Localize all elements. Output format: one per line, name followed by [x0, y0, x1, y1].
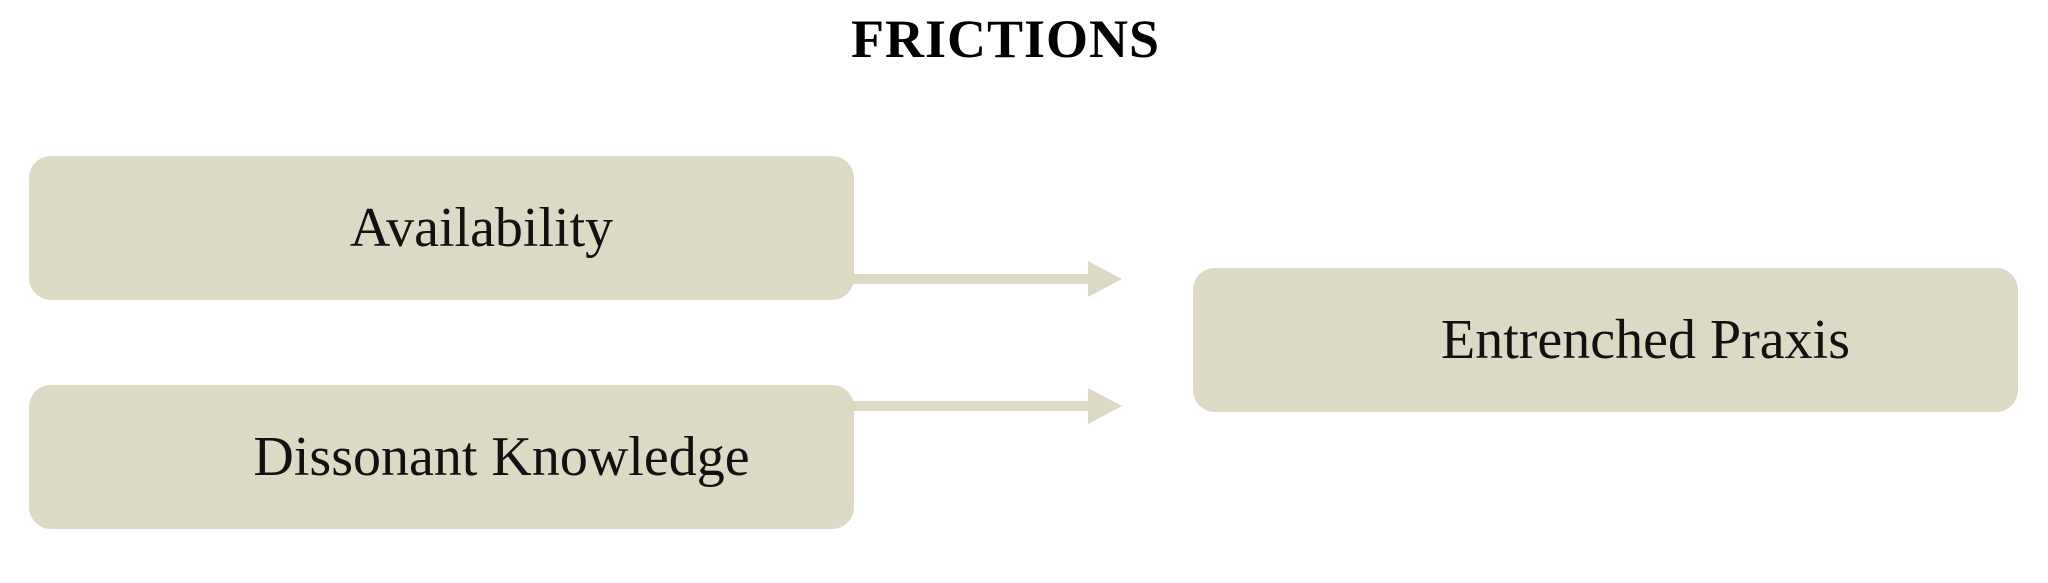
node-availability: Availability — [29, 156, 854, 300]
arrow-head — [1088, 388, 1122, 424]
arrow-dissonant-to-entrenched — [852, 388, 1122, 424]
node-entrenched-praxis-label: Entrenched Praxis — [1441, 309, 1850, 371]
arrow-shaft — [852, 401, 1090, 411]
node-availability-label: Availability — [349, 197, 614, 259]
arrow-shaft — [852, 274, 1090, 284]
node-entrenched-praxis: Entrenched Praxis — [1193, 268, 2018, 412]
node-dissonant-knowledge: Dissonant Knowledge — [29, 385, 854, 529]
arrow-availability-to-entrenched — [852, 261, 1122, 297]
node-dissonant-knowledge-label: Dissonant Knowledge — [253, 426, 750, 488]
diagram-title: FRICTIONS — [850, 9, 1161, 69]
arrow-head — [1088, 261, 1122, 297]
